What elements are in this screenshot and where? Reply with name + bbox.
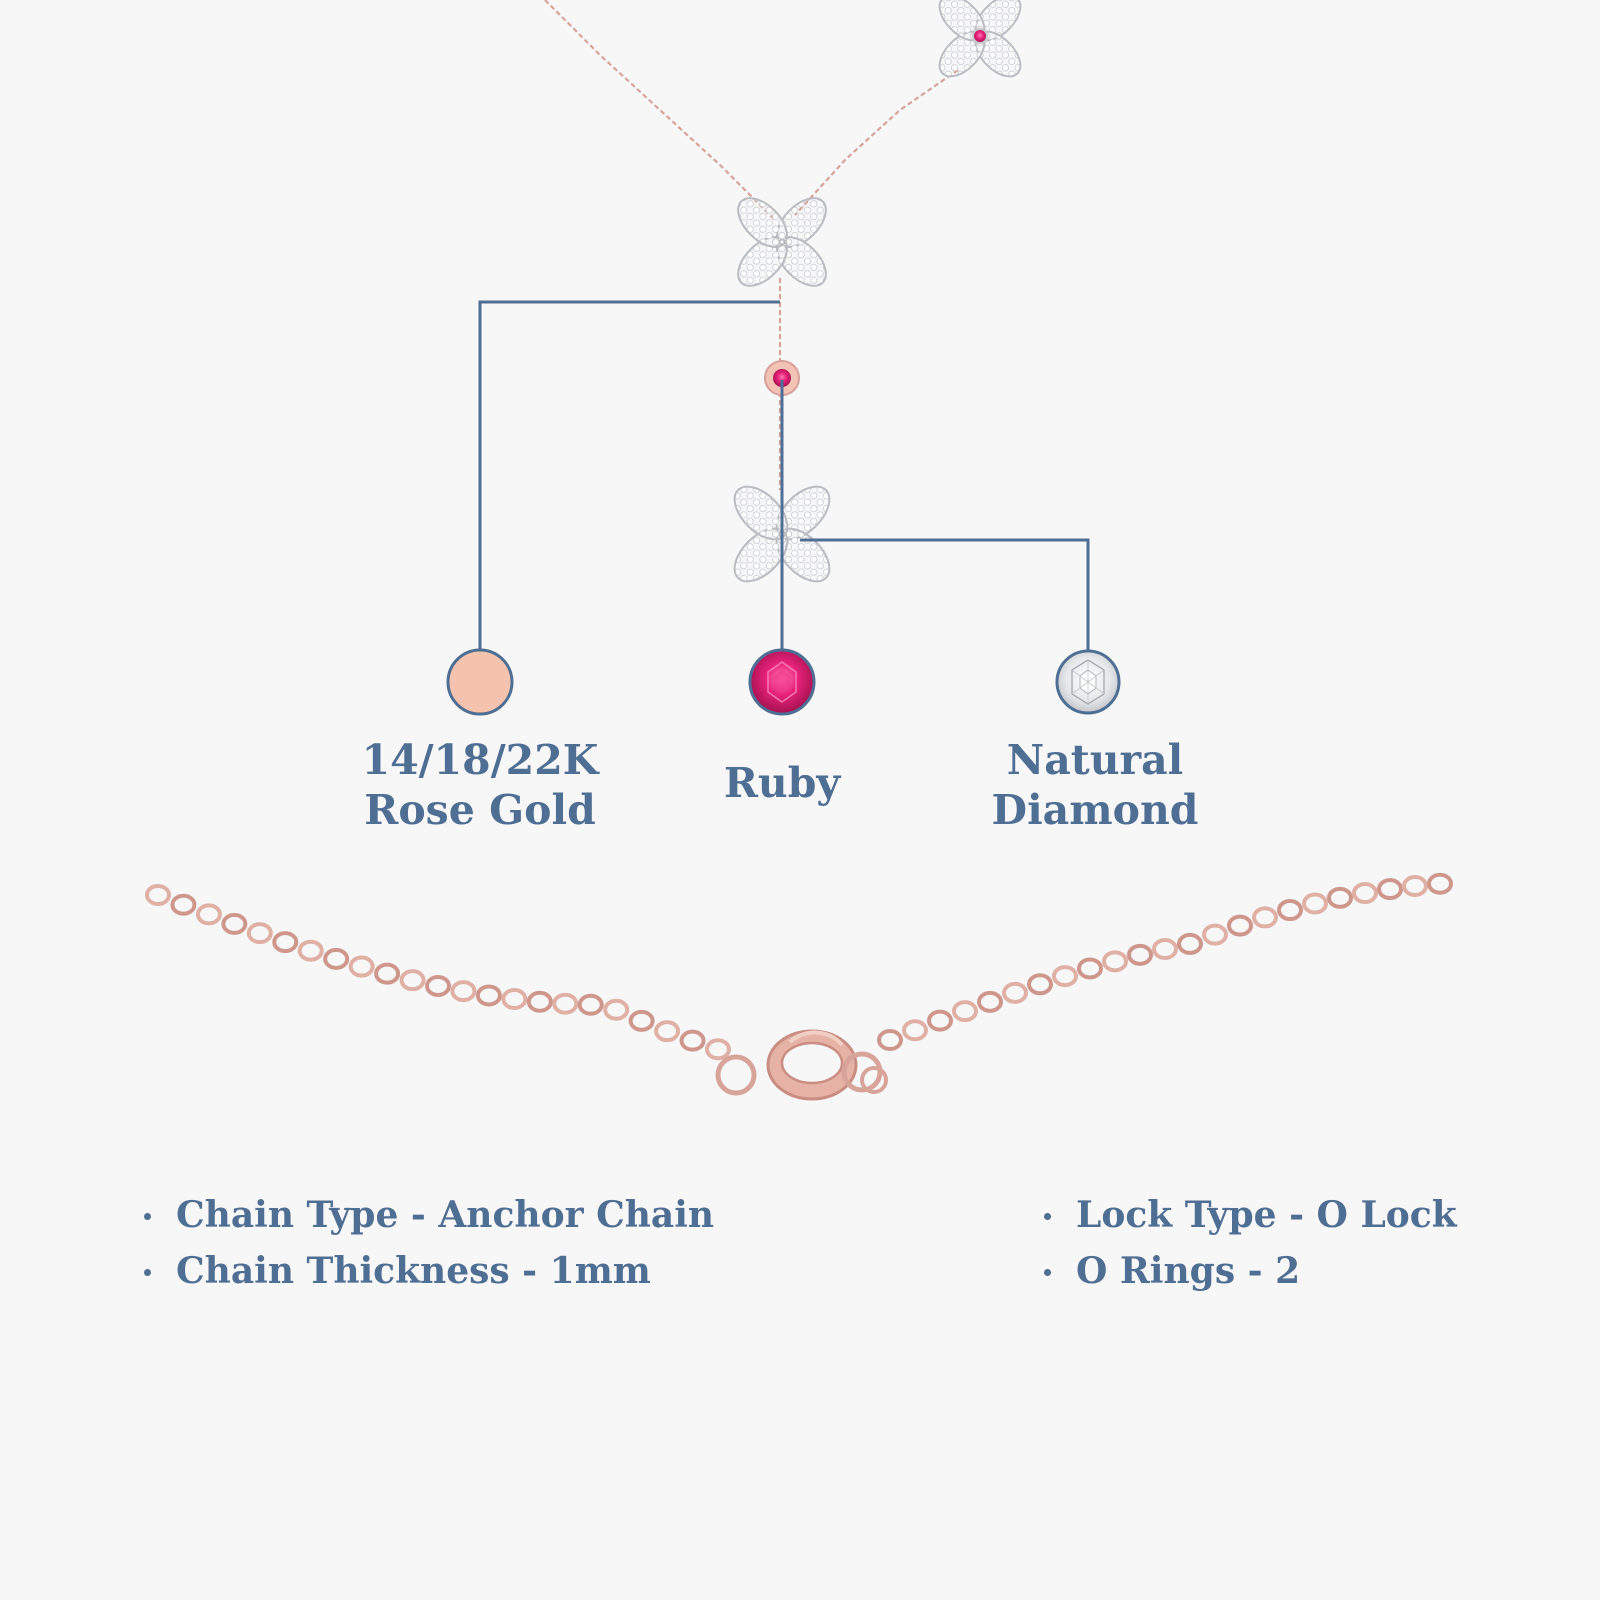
chain-link (679, 1029, 706, 1052)
chain-closeup (145, 872, 1453, 1061)
chain-link (170, 893, 197, 916)
flower-petal (737, 197, 788, 248)
chain-link (195, 903, 222, 926)
chain-link (374, 962, 401, 985)
chain-link (977, 990, 1003, 1013)
ruby-bezel-charm (764, 360, 800, 396)
ruby-swatch (748, 648, 816, 716)
flower-pendant-lower (733, 485, 831, 583)
chain-link (1352, 882, 1378, 905)
chain-link (348, 955, 375, 978)
chain-link (246, 922, 273, 945)
flower-pendant-top-right (938, 0, 1022, 78)
chain-link (272, 931, 299, 954)
chain-link (1127, 943, 1153, 966)
chain-link (1077, 957, 1103, 980)
chain-link (1302, 892, 1328, 915)
chain-link (1402, 874, 1428, 897)
connector-lines (478, 300, 1090, 650)
chain-link (1177, 932, 1203, 955)
chain-link (927, 1009, 953, 1032)
rose-gold-label: 14/18/22K Rose Gold (330, 735, 630, 835)
chain-link (1027, 973, 1053, 996)
spec-lock-type: Lock Type - O Lock (1040, 1187, 1457, 1243)
chain-link (323, 947, 350, 970)
chain-link (1227, 914, 1253, 937)
chain-link (1327, 886, 1353, 909)
chain-link (1252, 906, 1278, 929)
flower-pendant-upper (737, 197, 827, 287)
spec-chain-type: Chain Type - Anchor Chain (140, 1187, 714, 1243)
chain-link (1202, 923, 1228, 946)
rose-gold-label-line2: Rose Gold (364, 786, 596, 834)
chain-link (577, 993, 604, 1016)
chain-link (1427, 872, 1453, 895)
specs-list-right: Lock Type - O Lock O Rings - 2 (1040, 1187, 1457, 1299)
chain-link (1002, 981, 1028, 1004)
chain-link (877, 1029, 903, 1051)
chain-link (1277, 899, 1303, 922)
chain-link (450, 980, 477, 1003)
rose-gold-swatch (446, 648, 514, 716)
chain-link (501, 988, 528, 1011)
diamond-label: Natural Diamond (960, 735, 1230, 835)
chain-link (1377, 878, 1403, 901)
chain-link (705, 1038, 731, 1061)
chain-link (603, 998, 630, 1021)
chain-link (628, 1009, 655, 1032)
chain-link (399, 969, 426, 992)
chain-link (1102, 950, 1128, 973)
chain-link (552, 992, 579, 1015)
chain-link (297, 939, 324, 962)
necklace-chain-upper (544, 0, 959, 490)
chain-link (221, 912, 248, 935)
diamond-label-line2: Diamond (991, 786, 1199, 834)
rose-gold-connector (478, 300, 780, 650)
specs-list-left: Chain Type - Anchor Chain Chain Thicknes… (140, 1187, 714, 1299)
diamond-connector (800, 538, 1090, 650)
chain-link (902, 1019, 928, 1042)
spec-chain-thickness: Chain Thickness - 1mm (140, 1243, 714, 1299)
ruby-label-line1: Ruby (723, 759, 841, 807)
ruby-label: Ruby (682, 758, 882, 808)
chain-link (475, 984, 502, 1007)
spec-o-rings: O Rings - 2 (1040, 1243, 1457, 1299)
rose-gold-label-line1: 14/18/22K (361, 736, 599, 784)
chain-link (654, 1020, 681, 1043)
flower-petal (733, 485, 789, 541)
chain-link (1052, 965, 1078, 988)
diamond-label-line1: Natural (1006, 736, 1184, 784)
chain-link (952, 1000, 978, 1023)
chain-link (145, 884, 171, 906)
lobster-clasp (715, 1029, 888, 1101)
chain-link (425, 974, 451, 997)
chain-link (526, 990, 553, 1013)
diamond-swatch (1055, 649, 1121, 715)
chain-link (1152, 938, 1178, 961)
